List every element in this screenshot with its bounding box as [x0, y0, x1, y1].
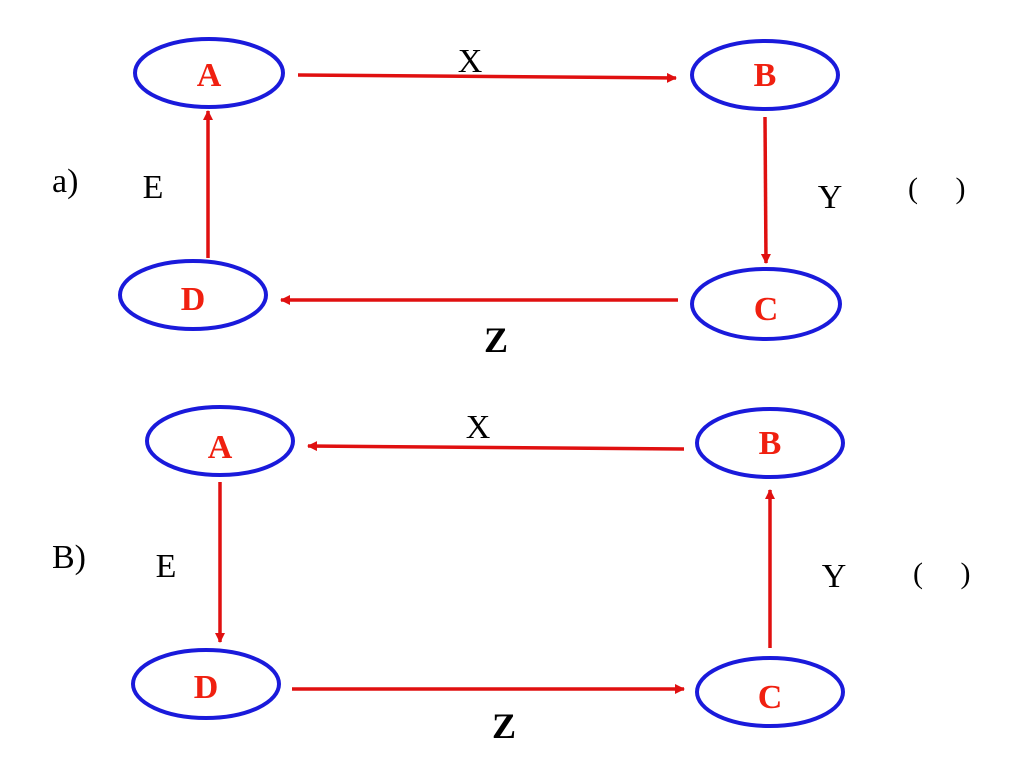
diagram-a-answer-blank: ( ) — [908, 172, 965, 205]
node-label: C — [754, 291, 779, 328]
edge-a-y-label: Y — [818, 179, 843, 216]
node-label: B — [759, 425, 782, 462]
diagram-b-answer-blank: ( ) — [913, 557, 970, 590]
diagram-a: A B C D X Y Z E a) ( ) — [52, 37, 965, 360]
edge-a-x-arrow — [297, 72, 677, 83]
node-label: A — [197, 57, 222, 94]
diagram-a-label: a) — [52, 163, 78, 200]
edge-b-x-arrow — [307, 441, 685, 452]
node-label: D — [181, 281, 206, 318]
edge-a-e-label: E — [143, 169, 164, 206]
diagram-b-label: B) — [52, 539, 86, 576]
node-label: A — [208, 429, 233, 466]
edge-a-y-arrow — [760, 116, 771, 264]
edge-b-e-label: E — [156, 548, 177, 585]
node-b-B: B — [695, 407, 845, 479]
node-label: C — [758, 679, 783, 716]
node-label: B — [754, 57, 777, 94]
node-a-A: A — [133, 37, 285, 109]
edge-b-z-label: Z — [492, 706, 516, 746]
edge-a-z-label: Z — [484, 320, 508, 360]
diagram-b: A B C D X Y Z E B) ( ) — [52, 405, 970, 746]
node-b-D: D — [131, 648, 281, 720]
node-b-C: C — [695, 656, 845, 728]
edge-a-x-label: X — [458, 43, 483, 80]
node-a-B: B — [690, 39, 840, 111]
edge-b-y-label: Y — [822, 558, 847, 595]
node-a-D: D — [118, 259, 268, 331]
node-b-A: A — [145, 405, 295, 477]
edge-b-x-label: X — [466, 409, 491, 446]
node-a-C: C — [690, 267, 842, 341]
node-label: D — [194, 669, 219, 706]
